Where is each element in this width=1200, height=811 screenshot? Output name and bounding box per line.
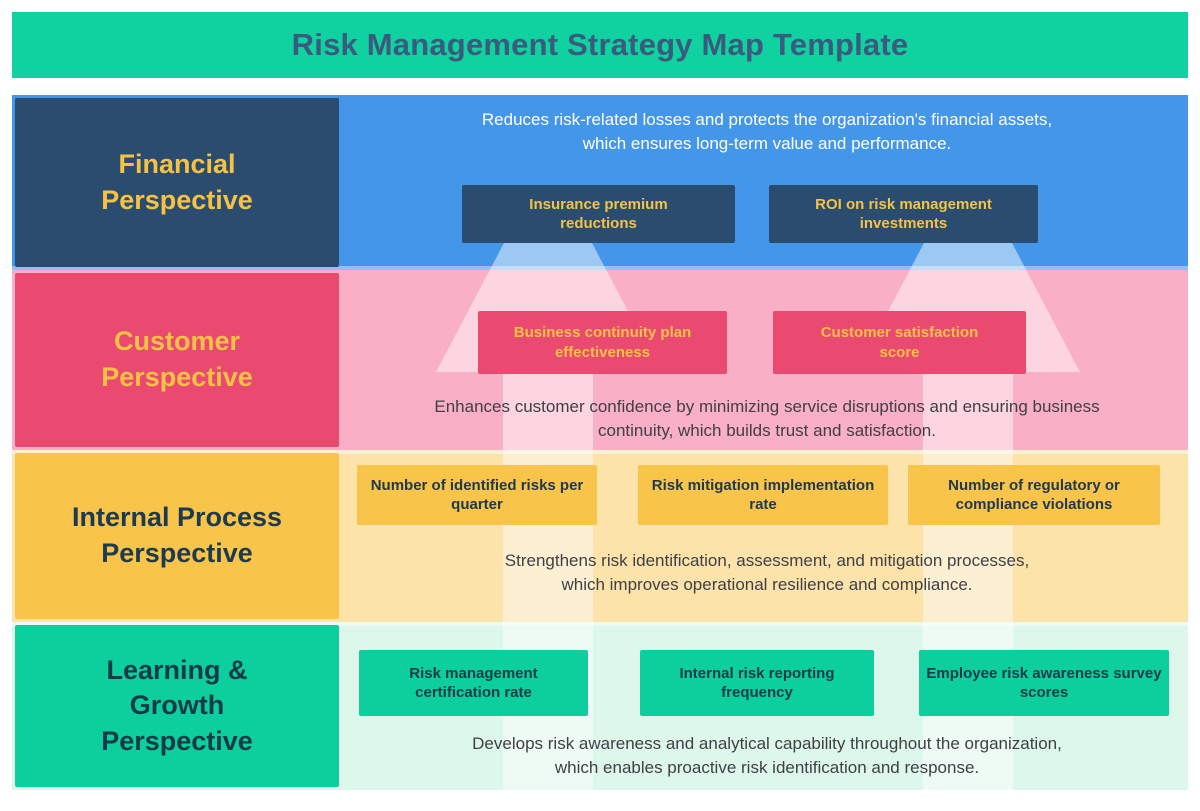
metric-label: Insurance premium reductions (529, 195, 668, 233)
financial-perspective-label: Financial Perspective (15, 98, 339, 267)
description-line: which ensures long-term value and perfor… (582, 134, 952, 153)
label-line: Perspective (101, 538, 253, 568)
customer-description: Enhances customer confidence by minimizi… (346, 395, 1188, 443)
metric-label: Number of identified risks per quarter (370, 476, 584, 514)
description-line: which improves operational resilience an… (561, 575, 973, 594)
description-line: continuity, which builds trust and satis… (598, 421, 936, 440)
metric-label: Risk management certification rate (409, 664, 538, 702)
description-line: Reduces risk-related losses and protects… (481, 110, 1053, 129)
description-line: Strengthens risk identification, assessm… (504, 551, 1030, 570)
metric-label: Employee risk awareness survey scores (926, 664, 1162, 702)
metric-label: Internal risk reporting frequency (679, 664, 835, 702)
label-line: Perspective (101, 184, 253, 215)
page-title: Risk Management Strategy Map Template (291, 27, 909, 62)
metric-roi-risk-management-investments: ROI on risk management investments (769, 185, 1038, 243)
label-line: Growth (129, 690, 225, 721)
financial-description: Reduces risk-related losses and protects… (346, 108, 1188, 156)
metric-business-continuity-plan-effectiveness: Business continuity plan effectiveness (478, 311, 727, 374)
metric-number-identified-risks-per-quarter: Number of identified risks per quarter (357, 465, 597, 525)
description-line: which enables proactive risk identificat… (554, 758, 980, 777)
metric-regulatory-compliance-violations: Number of regulatory or compliance viola… (908, 465, 1160, 525)
customer-perspective-label: Customer Perspective (15, 273, 339, 447)
title-banner: Risk Management Strategy Map Template (12, 12, 1188, 78)
metric-risk-mitigation-implementation-rate: Risk mitigation implementation rate (638, 465, 888, 525)
label-line: Internal Process (71, 502, 283, 533)
metric-label: Risk mitigation implementation rate (651, 476, 875, 514)
metric-label: ROI on risk management investments (815, 195, 992, 233)
description-line: Develops risk awareness and analytical c… (472, 734, 1062, 753)
learning-growth-perspective-label: Learning & Growth Perspective (15, 625, 339, 787)
metric-risk-management-certification-rate: Risk management certification rate (359, 650, 588, 716)
metric-insurance-premium-reductions: Insurance premium reductions (462, 185, 735, 243)
internal-process-perspective-label: Internal Process Perspective (15, 453, 339, 619)
label-line: Perspective (101, 725, 253, 756)
description-line: Enhances customer confidence by minimizi… (434, 397, 1100, 416)
metric-employee-risk-awareness-survey-scores: Employee risk awareness survey scores (919, 650, 1169, 716)
label-line: Financial (118, 148, 236, 179)
strategy-map: Financial Perspective Customer Perspecti… (12, 95, 1188, 790)
learning-growth-description: Develops risk awareness and analytical c… (346, 732, 1188, 780)
label-line: Learning & (106, 654, 248, 685)
metric-label: Customer satisfaction score (820, 324, 979, 361)
metric-customer-satisfaction-score: Customer satisfaction score (773, 311, 1026, 374)
internal-process-description: Strengthens risk identification, assessm… (346, 549, 1188, 597)
metric-label: Number of regulatory or compliance viola… (948, 476, 1120, 514)
metric-label: Business continuity plan effectiveness (513, 324, 692, 361)
label-line: Customer (113, 326, 241, 357)
metric-internal-risk-reporting-frequency: Internal risk reporting frequency (640, 650, 874, 716)
label-line: Perspective (101, 362, 253, 392)
